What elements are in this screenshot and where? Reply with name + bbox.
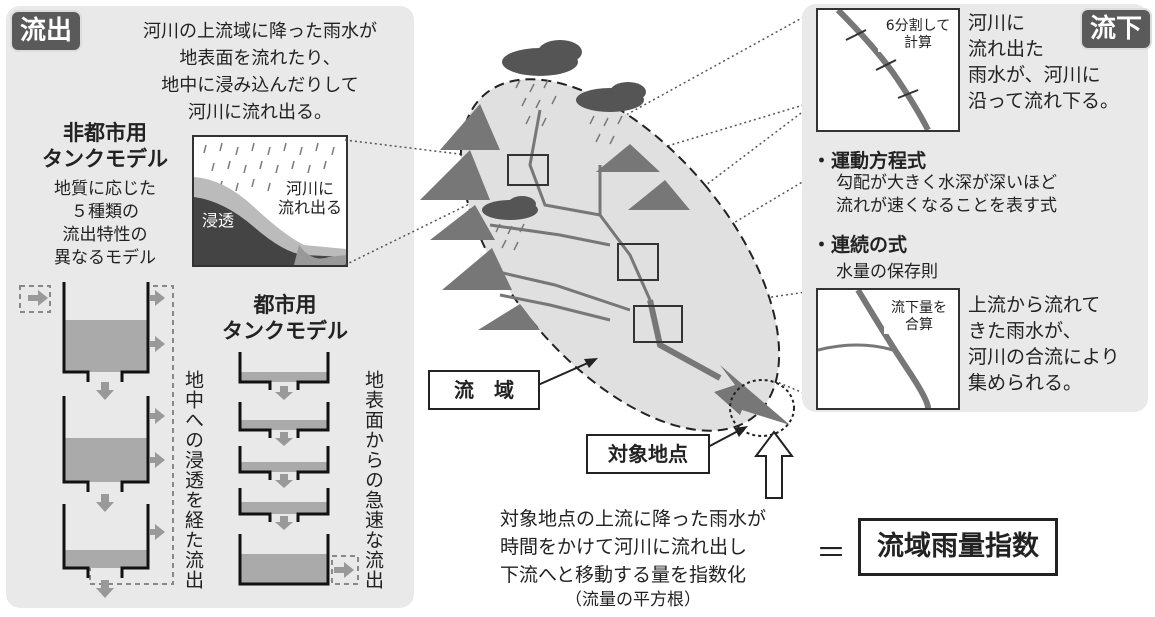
continuity-equation-title: ・連続の式 [812,234,908,256]
continuity-equation-description: 水量の保存則 [836,262,938,282]
target-point-label: 対象地点 [586,434,710,474]
basin-rainfall-index-title: 流域雨量指数 [858,518,1058,576]
index-explanation: 対象地点の上流に降った雨水が 時間をかけて河川に流れ出し 下流へと移動する量を指… [500,508,767,610]
urban-vertical-label: 地表面からの急速な流出 [362,370,384,590]
equation-of-motion-title: ・運動方程式 [812,150,927,172]
nonurban-title: 非都市用 タンクモデル [42,121,168,171]
split-calc-label: 6分割して 計算 [878,18,958,52]
basin-label: 流 域 [428,370,540,410]
river-segment-graphic [835,10,931,130]
runoff-badge: 流出 [10,10,83,52]
flow-down-badge: 流下 [1080,8,1153,50]
permeation-label: 浸透 [202,211,235,230]
nonurban-vertical-label: 地中への浸透を経た流出 [182,370,204,590]
confluence-description: 上流から流れて きた雨水が、 河川の合流により 集められる。 [968,294,1120,394]
urban-tank-diagram [238,352,359,586]
equals-sign: ＝ [816,536,846,571]
flow-down-description: 河川に 流れ出た 雨水が、河川に 沿って流れ下る。 [968,12,1120,112]
urban-title: 都市用 タンクモデル [222,293,348,343]
runoff-description: 河川の上流域に降った雨水が 地表面を流れたり、 地中に浸み込んだりして 河川に流… [143,21,377,123]
equation-of-motion-description: 勾配が大きく水深が深いほど 流れが速くなることを表す式 [836,173,1057,216]
nonurban-description: 地質に応じた ５種類の 流出特性の 異なるモデル [54,179,156,268]
runoff-illustration: 浸透 河川に 流れ出る [192,135,348,267]
runoff-illustration-graphic [194,142,346,265]
river-segment-box: 6分割して 計算 [816,8,960,132]
flow-out-label: 河川に 流れ出る [278,179,343,217]
sum-flow-label: 流下量を 合算 [884,300,954,334]
confluence-box: 流下量を 合算 [816,288,960,410]
nonurban-tank-diagram [19,282,174,598]
runoff-panel [6,6,414,608]
confluence-graphic [818,290,931,408]
